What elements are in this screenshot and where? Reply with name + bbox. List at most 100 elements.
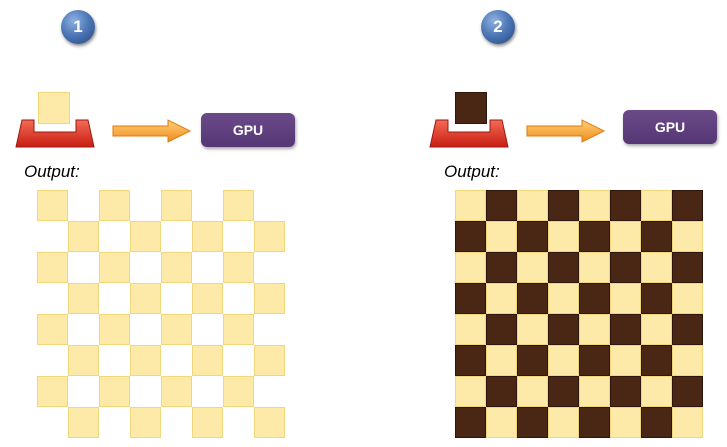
board-cell-light [672,345,703,376]
board-cell-dark [579,407,610,438]
board-cell-light [610,283,641,314]
board-cell-dark [610,314,641,345]
board-cell-light [579,314,610,345]
board-cell-dark [610,252,641,283]
board-cell-dark [641,283,672,314]
board-cell-light [486,407,517,438]
board-cell-light [486,283,517,314]
board-cell-light [579,190,610,221]
board-cell-light [37,252,68,283]
arrow-icon [526,119,606,143]
input-tile [38,92,70,124]
board-cell-light [610,407,641,438]
board-cell-dark [548,190,579,221]
board-cell-dark [672,252,703,283]
board-cell-light [641,252,672,283]
board-cell-dark [455,407,486,438]
board-cell-light [68,407,99,438]
board-cell-light [672,407,703,438]
board-cell-light [517,190,548,221]
board-cell-light [254,283,285,314]
board-cell-light [68,283,99,314]
board-cell-light [68,345,99,376]
board-cell-light [641,376,672,407]
board-cell-light [130,345,161,376]
panel-step-2: 2 GPU Output: [420,0,727,447]
tray-icon [429,119,509,148]
board-cell-light [517,252,548,283]
board-cell-dark [548,376,579,407]
board-cell-light [254,407,285,438]
board-cell-light [99,190,130,221]
board-cell-light [455,190,486,221]
board-cell-light [192,283,223,314]
board-cell-dark [455,345,486,376]
gpu-box: GPU [623,110,717,144]
step-badge: 1 [61,10,95,44]
board-cell-dark [579,283,610,314]
board-cell-dark [610,190,641,221]
board-cell-light [548,407,579,438]
board-cell-light [37,314,68,345]
board-cell-light [223,376,254,407]
checkerboard-output [37,190,285,438]
board-cell-light [455,376,486,407]
board-cell-light [548,283,579,314]
board-cell-dark [517,283,548,314]
board-cell-light [641,190,672,221]
board-cell-light [223,314,254,345]
board-cell-light [517,314,548,345]
board-cell-light [548,345,579,376]
output-label: Output: [24,162,80,181]
board-cell-light [99,252,130,283]
board-cell-dark [486,314,517,345]
board-cell-light [486,345,517,376]
board-cell-light [579,252,610,283]
board-cell-light [99,314,130,345]
board-cell-light [161,252,192,283]
board-cell-dark [641,407,672,438]
checkerboard-output [455,190,703,438]
board-cell-light [192,407,223,438]
panel-step-1: 1 GPU Output: [0,0,360,447]
board-cell-light [672,283,703,314]
board-cell-light [192,221,223,252]
board-cell-light [161,314,192,345]
board-cell-light [130,283,161,314]
board-cell-dark [517,407,548,438]
board-cell-light [517,376,548,407]
board-cell-dark [517,221,548,252]
board-cell-dark [641,221,672,252]
board-cell-dark [579,345,610,376]
board-cell-dark [672,190,703,221]
board-cell-dark [579,221,610,252]
board-cell-dark [672,314,703,345]
step-badge: 2 [481,10,515,44]
board-cell-light [455,314,486,345]
board-cell-dark [610,376,641,407]
board-cell-light [130,407,161,438]
input-tile [455,92,487,124]
board-cell-dark [548,314,579,345]
board-cell-light [672,221,703,252]
board-cell-light [610,345,641,376]
board-cell-light [548,221,579,252]
board-cell-light [486,221,517,252]
board-cell-dark [641,345,672,376]
board-cell-dark [455,221,486,252]
board-cell-light [223,252,254,283]
tray-icon [15,119,95,148]
board-cell-light [192,345,223,376]
board-cell-light [37,190,68,221]
board-cell-dark [486,252,517,283]
board-cell-light [579,376,610,407]
board-cell-light [161,376,192,407]
board-cell-light [130,221,161,252]
board-cell-light [254,221,285,252]
board-cell-light [223,190,254,221]
arrow-icon [112,119,192,143]
output-label: Output: [444,162,500,181]
gpu-box: GPU [201,113,295,147]
board-cell-dark [486,190,517,221]
board-cell-light [68,221,99,252]
